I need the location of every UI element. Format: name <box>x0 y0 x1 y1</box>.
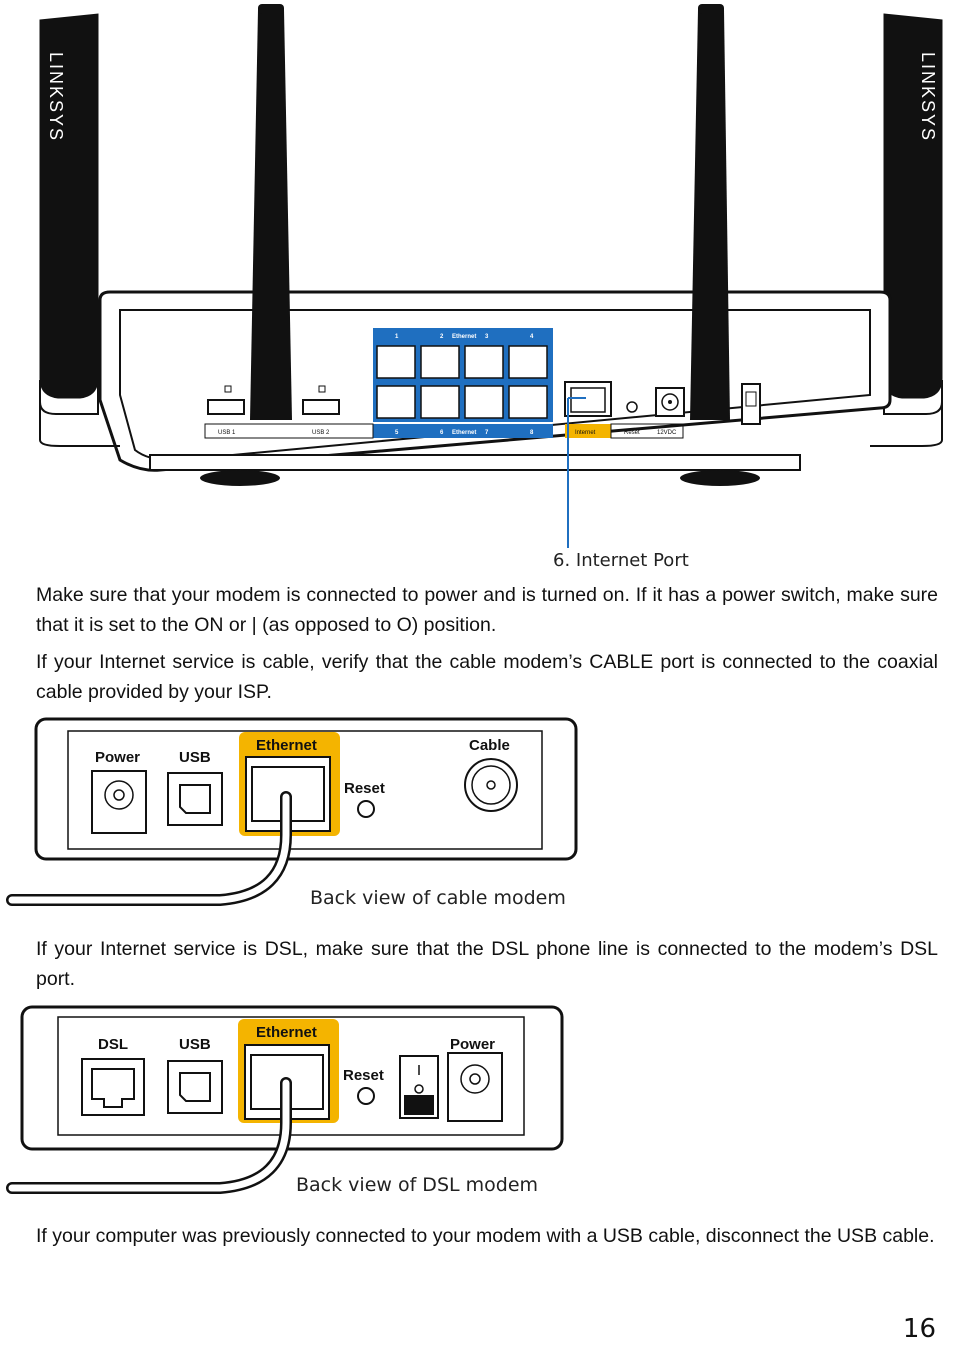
usb2-port[interactable] <box>302 399 340 415</box>
cable-cable-label: Cable <box>469 737 510 754</box>
port-label-5: 5 <box>395 430 399 436</box>
paragraph-power: Make sure that your modem is connected t… <box>36 584 938 636</box>
center-antenna-right <box>690 4 730 420</box>
internet-label: Internet <box>575 430 596 436</box>
cable-reset-label: Reset <box>344 780 385 797</box>
dsl-reset-button[interactable] <box>357 1087 375 1105</box>
reset-button[interactable] <box>626 401 638 413</box>
usb2-label: USB 2 <box>312 430 330 436</box>
dsl-usb-label: USB <box>179 1036 211 1053</box>
paragraph-cable: If your Internet service is cable, verif… <box>36 651 938 703</box>
cable-usb-port[interactable] <box>167 772 223 826</box>
usb1-label: USB 1 <box>218 430 236 436</box>
port-label-8: 8 <box>530 430 534 436</box>
dsl-power-label: Power <box>450 1036 495 1053</box>
cable-reset-button[interactable] <box>357 800 375 818</box>
internet-port-callout: 6. Internet Port <box>553 550 689 571</box>
usb1-port[interactable] <box>207 399 245 415</box>
ethernet-label-bottom <box>373 424 553 438</box>
paragraph-usb: If your computer was previously connecte… <box>36 1225 935 1247</box>
page-number: 16 <box>902 1314 936 1344</box>
ethernet-label-top <box>373 328 553 342</box>
dsl-usb-port[interactable] <box>167 1060 223 1114</box>
dsl-dsl-label: DSL <box>98 1036 128 1053</box>
ethernet-label-top-text: Ethernet <box>452 334 476 340</box>
dsl-modem-caption: Back view of DSL modem <box>296 1174 539 1196</box>
port-label-4: 4 <box>530 334 534 340</box>
center-antenna-left <box>250 4 292 420</box>
brand-left: LINKSYS <box>46 52 66 142</box>
cable-ethernet-label: Ethernet <box>256 737 317 754</box>
cable-modem-caption: Back view of cable modem <box>310 887 566 909</box>
port-label-2: 2 <box>440 334 444 340</box>
reset-label: Reset <box>624 430 640 436</box>
brand-right: LINKSYS <box>918 52 938 142</box>
ethernet-label-bottom-text: Ethernet <box>452 430 476 436</box>
cable-coax-port[interactable] <box>464 758 518 812</box>
dsl-reset-label: Reset <box>343 1067 384 1084</box>
dsl-modem-illustration: DSL USB Ethernet Reset Power <box>6 1005 564 1194</box>
port-label-3: 3 <box>485 334 489 340</box>
ethernet-ports[interactable] <box>376 345 548 419</box>
cable-power-label: Power <box>95 749 140 766</box>
port-label-7: 7 <box>485 430 489 436</box>
paragraph-dsl: If your Internet service is DSL, make su… <box>36 938 938 990</box>
dsl-ethernet-label: Ethernet <box>256 1024 317 1041</box>
dsl-power-port[interactable] <box>447 1052 503 1122</box>
cable-usb-label: USB <box>179 749 211 766</box>
power-label: 12VDC <box>657 430 677 436</box>
port-label-1: 1 <box>395 334 399 340</box>
port-label-6: 6 <box>440 430 444 436</box>
left-side-antenna <box>39 13 99 415</box>
cable-modem-illustration: Power USB Ethernet Reset Cable <box>6 717 578 906</box>
router-back-illustration: LINKSYS LINKSYS 1 2 Ethernet 3 4 5 6 Eth… <box>39 4 943 548</box>
